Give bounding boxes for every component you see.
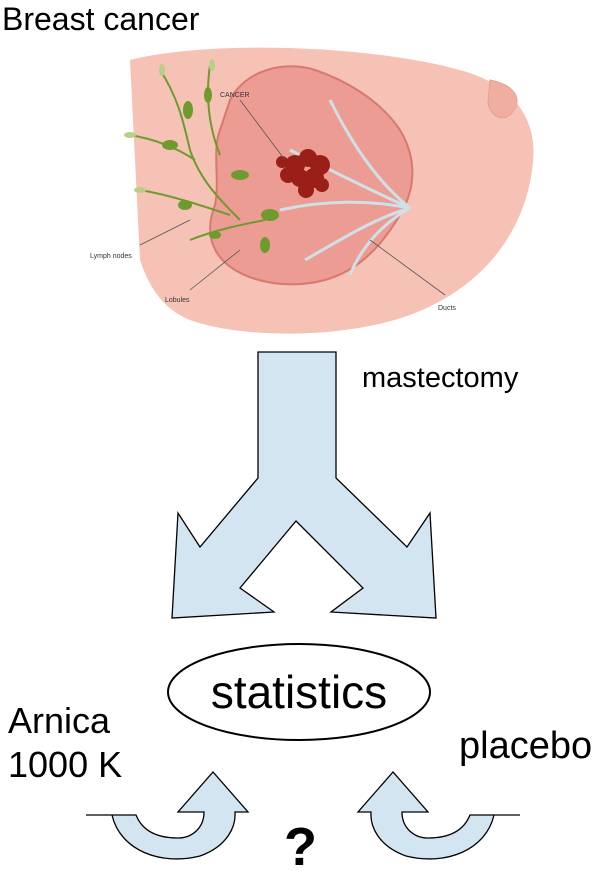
mastectomy-label: mastectomy	[362, 362, 519, 394]
label-lymph-nodes: Lymph nodes	[90, 253, 132, 260]
label-lobules: Lobules	[165, 297, 190, 304]
arnica-potency-label: 1000 K	[8, 744, 123, 785]
label-cancer: CANCER	[220, 92, 250, 99]
right-curved-arrow	[356, 771, 520, 860]
ducts	[279, 99, 411, 276]
breast-anatomy-illustration: CANCER Lymph nodes Lobules Ducts	[90, 47, 534, 334]
nipple	[487, 79, 518, 119]
left-curved-arrow	[86, 771, 250, 860]
label-ducts: Ducts	[438, 305, 456, 312]
figure-title: Breast cancer	[2, 1, 200, 37]
lymph-nodes	[162, 87, 279, 253]
split-arrow	[171, 351, 437, 619]
statistics-label: statistics	[210, 666, 388, 718]
question-mark: ?	[284, 817, 317, 877]
tumor-cluster	[276, 149, 330, 198]
lymph-node-tips	[124, 59, 215, 193]
placebo-label: placebo	[459, 725, 593, 767]
leader-lines	[139, 99, 446, 296]
statistics-ellipse	[167, 643, 431, 741]
arnica-label: Arnica	[8, 700, 111, 741]
